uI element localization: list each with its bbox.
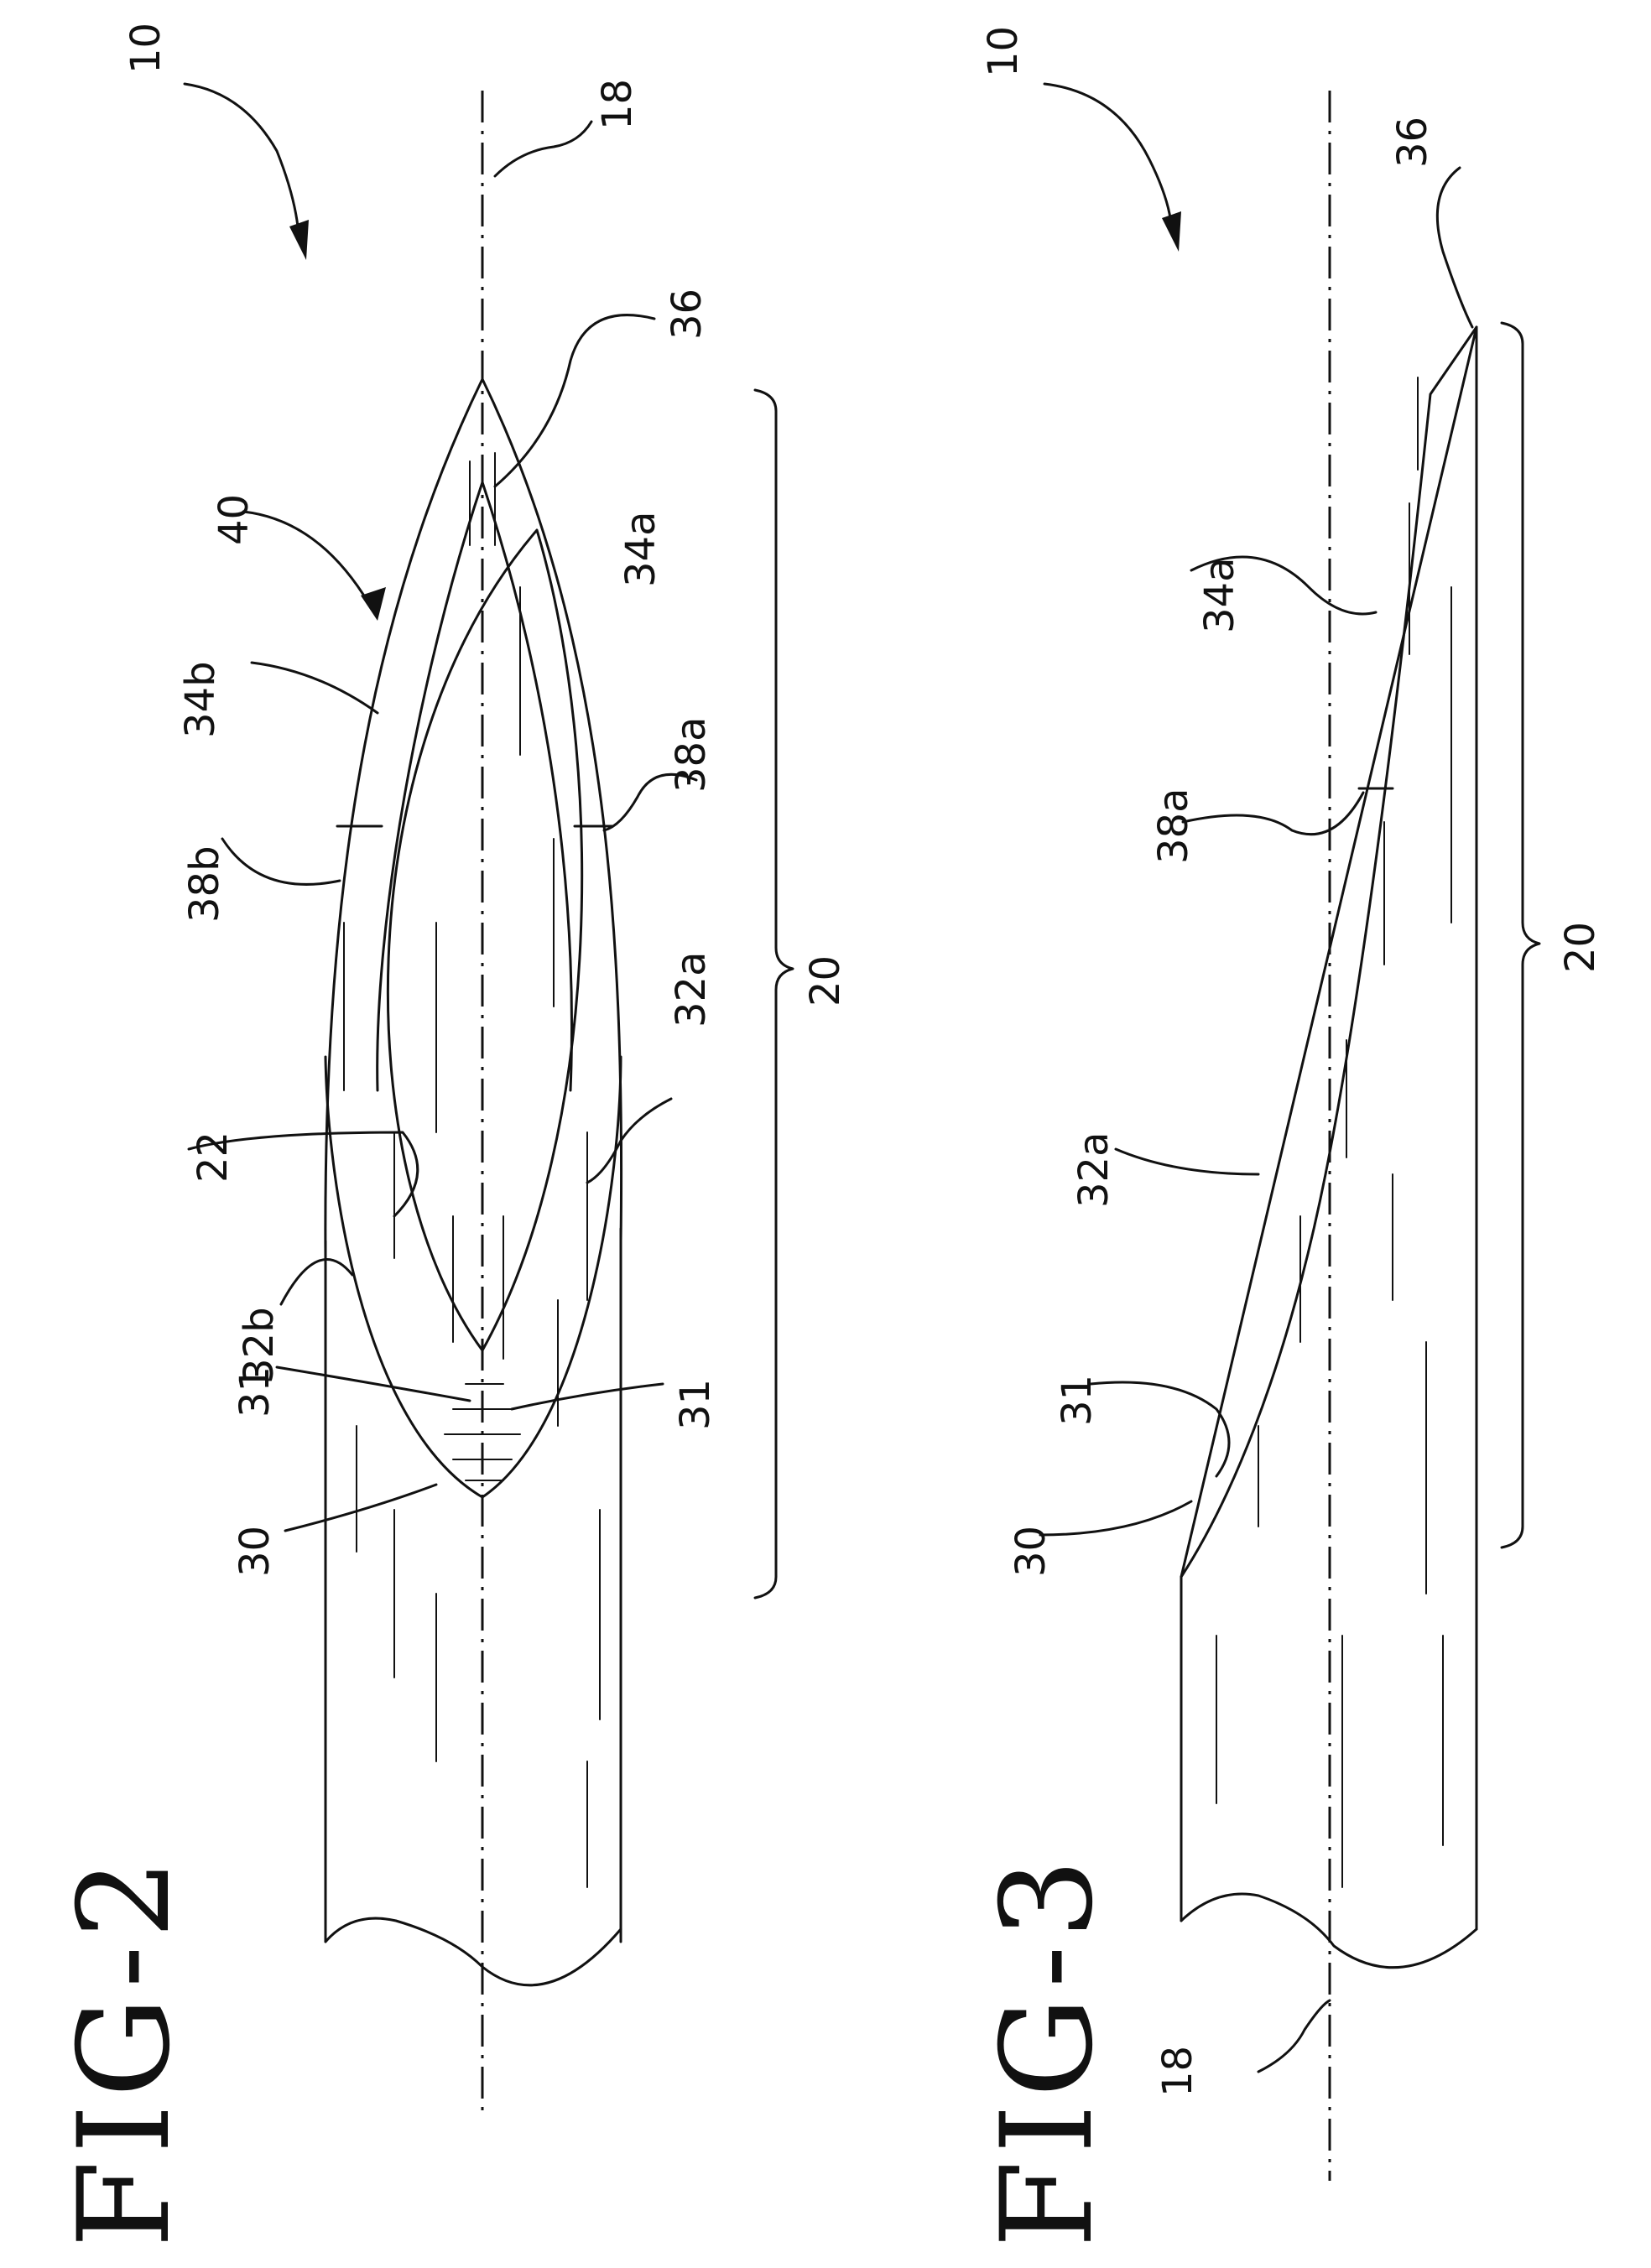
fig2-label-31b: 31: [672, 1379, 719, 1430]
fig2-leader-32b: [281, 1259, 352, 1304]
fig3-label-36: 36: [1389, 117, 1436, 168]
fig3-label-10: 10: [980, 26, 1027, 77]
fig3-title: FIG-3: [975, 1852, 1121, 2248]
fig3-label-18: 18: [1154, 2046, 1201, 2097]
fig2-arrow-10: [289, 220, 309, 260]
fig3-label-38a: 38a: [1150, 788, 1197, 865]
fig2-label-18: 18: [594, 79, 641, 130]
fig2-heel-left: [326, 1057, 482, 1497]
fig3-label-31: 31: [1054, 1375, 1101, 1426]
fig2-label-38b: 38b: [181, 845, 228, 923]
fig2-leader-32a: [587, 1099, 671, 1183]
fig2-edge-34b: [378, 482, 482, 1090]
fig3-leader-32a: [1116, 1149, 1258, 1174]
fig3-bracket-20: [1502, 323, 1539, 1548]
fig2-leader-34b: [252, 663, 378, 713]
fig2-label-36: 36: [664, 289, 711, 340]
fig3-arrow-10: [1162, 211, 1181, 252]
fig3-leader-18: [1258, 2000, 1330, 2072]
fig3-leader-30: [1040, 1501, 1191, 1535]
fig2-leader-30: [285, 1485, 436, 1531]
fig2-leader-31a: [277, 1367, 470, 1401]
fig3-label-34a: 34a: [1196, 558, 1243, 634]
fig3-label-32a: 32a: [1070, 1132, 1117, 1209]
fig2-leader-40: [243, 512, 369, 604]
fig2-label-31a: 31: [232, 1366, 279, 1418]
fig2-title: FIG-2: [52, 1852, 198, 2248]
fig2-edge-34a: [482, 482, 572, 1090]
fig3-label-30: 30: [1008, 1526, 1055, 1577]
fig3-leader-10: [1044, 84, 1170, 218]
fig2-label-10: 10: [122, 23, 169, 74]
fig2-break-end: [326, 1918, 621, 1985]
fig2-lumen-22: [388, 530, 581, 1350]
fig2-leader-18: [495, 122, 591, 176]
fig3-label-20: 20: [1557, 922, 1604, 973]
fig2-label-34b: 34b: [177, 661, 224, 738]
fig2-bracket-20: [755, 390, 793, 1598]
fig2-leader-31b: [512, 1384, 663, 1409]
fig3-leader-36: [1437, 168, 1472, 327]
figure-2: 10 18 36 40 34a 34b 38a 38b 20 32a 22 32…: [52, 23, 849, 2248]
fig2-label-32a: 32a: [668, 952, 715, 1028]
fig2-label-40: 40: [211, 494, 258, 545]
fig2-label-34a: 34a: [617, 512, 664, 588]
fig2-leader-38b: [222, 839, 340, 884]
fig2-label-22: 22: [190, 1131, 237, 1183]
fig2-leader-10: [185, 84, 298, 226]
fig2-label-20: 20: [802, 955, 849, 1007]
fig3-leader-38a: [1183, 793, 1363, 835]
fig2-arrow-40: [361, 587, 386, 621]
fig2-label-30: 30: [232, 1526, 279, 1577]
fig2-label-38a: 38a: [668, 717, 715, 793]
figure-3: 10 36 34a 38a 20 32a 31 30 18 FIG-3: [975, 26, 1604, 2248]
